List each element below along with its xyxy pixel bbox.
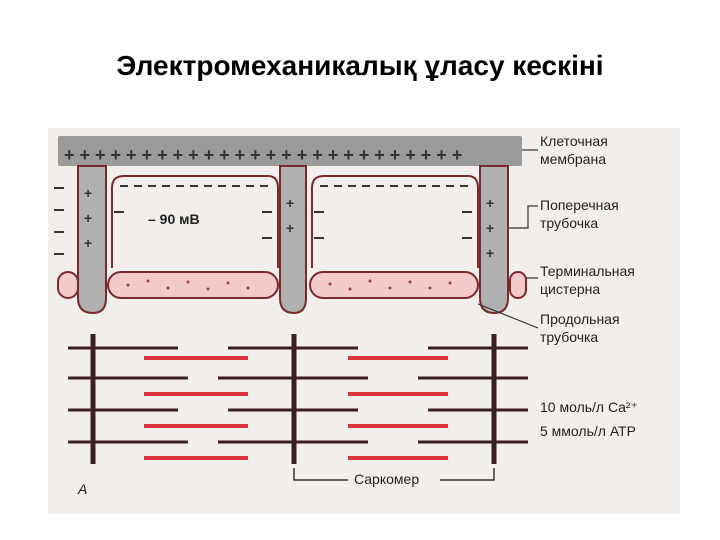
minus-dashes — [54, 185, 472, 255]
svg-text:+: + — [286, 220, 294, 236]
label-t-tubule: Поперечная трубочка — [540, 197, 623, 231]
diagram-figure: + + + + + + + + + + + + + + + + + + + + … — [48, 128, 680, 514]
diagram-canvas: + + + + + + + + + + + + + + + + + + + + … — [54, 133, 639, 497]
terminal-cisterns — [57, 271, 527, 299]
sarcomere-label: Саркомер — [354, 471, 419, 487]
svg-text:+ + + + + + + + + + + + + + +: + + + + + + + + + + + + + + + + + + + + … — [64, 145, 462, 165]
membrane-potential-label: – 90 мВ — [148, 211, 200, 227]
sr-right — [311, 175, 479, 268]
cistern-edge-right — [509, 271, 527, 299]
label-cell-membrane: Клеточная мембрана — [540, 133, 612, 167]
slide-title: Электромеханикалық ұласу кескіні — [116, 50, 604, 81]
cistern-edge-left — [57, 271, 79, 299]
label-longitudinal-tubule: Продольная трубочка — [540, 311, 623, 345]
z-lines — [90, 334, 497, 464]
leader-lines — [477, 149, 539, 329]
label-terminal-cistern: Терминальная цистерна — [540, 263, 639, 297]
svg-text:+: + — [84, 185, 92, 201]
t-tubule-left — [77, 165, 107, 315]
tubule-plus-signs: + + + + + + + + — [84, 185, 494, 261]
label-atp: 5 ммоль/л АТР — [540, 423, 636, 439]
t-tubule-middle — [279, 165, 307, 315]
actin-filaments — [68, 346, 528, 444]
membrane-plus-signs: + + + + + + + + + + + + + + + + + + + + … — [64, 145, 462, 165]
panel-label: А — [77, 481, 87, 497]
label-calcium: 10 моль/л Ca²⁺ — [540, 399, 638, 415]
svg-text:+: + — [486, 245, 494, 261]
svg-text:+: + — [84, 210, 92, 226]
cell-membrane — [58, 136, 522, 166]
sr-left — [111, 175, 279, 268]
cistern-left — [107, 271, 279, 299]
sarcoplasmic-reticulum — [111, 175, 479, 268]
svg-text:+: + — [486, 195, 494, 211]
t-tubule-right — [479, 165, 509, 315]
svg-text:+: + — [486, 220, 494, 236]
t-tubules — [77, 165, 509, 315]
svg-text:+: + — [84, 235, 92, 251]
myosin-filaments — [144, 356, 448, 460]
cistern-dots — [126, 279, 452, 291]
cistern-right — [309, 271, 479, 299]
sarcomere-bracket — [293, 468, 495, 481]
svg-text:+: + — [286, 195, 294, 211]
